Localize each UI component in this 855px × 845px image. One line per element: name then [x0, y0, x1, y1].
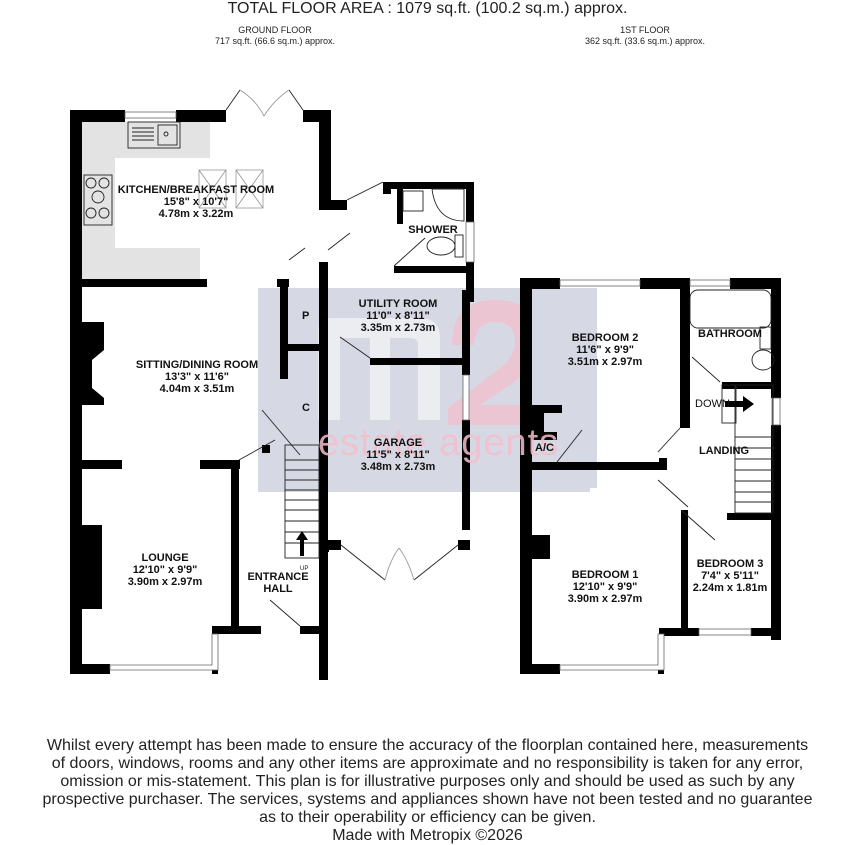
first-floor-area: 362 sq.ft. (33.6 sq.m.) approx.: [584, 36, 706, 46]
room-name: ENTRANCE: [247, 571, 309, 583]
room-name: BEDROOM 2: [571, 332, 639, 344]
room-name: LOUNGE: [141, 552, 189, 564]
room-entrance-hall: ENTRANCE HALL: [247, 571, 308, 595]
disclaimer: Whilst every attempt has been made to en…: [0, 737, 855, 845]
room-landing: LANDING: [699, 445, 749, 457]
room-bedroom-3: BEDROOM 3 7'4" x 5'11" 2.24m x 1.81m: [693, 558, 768, 594]
first-floor-heading: 1ST FLOOR 362 sq.ft. (33.6 sq.m.) approx…: [520, 25, 770, 47]
room-bathroom: BATHROOM: [698, 328, 762, 340]
disclaimer-line: as to their operability or efficiency ca…: [259, 809, 596, 826]
ground-floor-heading: GROUND FLOOR 717 sq.ft. (66.6 sq.m.) app…: [150, 25, 400, 47]
room-size-metric: 3.90m x 2.97m: [127, 576, 203, 588]
watermark-logo-icon: [318, 300, 540, 425]
room-size-metric: 3.35m x 2.73m: [360, 322, 436, 334]
first-floor-title: 1ST FLOOR: [620, 25, 670, 35]
airing-cupboard-label: A/C: [535, 442, 554, 454]
room-size-imperial: 11'5" x 8'11": [366, 449, 430, 461]
disclaimer-line: omission or mis-statement. This plan is …: [60, 773, 795, 790]
room-name: LANDING: [698, 445, 750, 457]
room-size-imperial: 13'3" x 11'6": [164, 371, 229, 383]
disclaimer-line: of doors, windows, rooms and any other i…: [51, 755, 804, 772]
room-kitchen-breakfast: KITCHEN/BREAKFAST ROOM 15'8" x 10'7" 4.7…: [118, 184, 274, 220]
room-size-metric: 4.04m x 3.51m: [159, 383, 235, 395]
stairs-down-arrow-icon: [725, 396, 754, 412]
cupboard-label: C: [302, 402, 310, 414]
floor-plan-drawing: [70, 89, 781, 680]
watermark-text: estate agents: [318, 422, 560, 464]
pantry-label: P: [302, 310, 310, 322]
ground-floor-title: GROUND FLOOR: [238, 25, 312, 35]
room-garage: GARAGE 11'5" x 8'11" 3.48m x 2.73m: [361, 437, 436, 473]
room-size-metric: 4.78m x 3.22m: [158, 208, 234, 220]
stairs-up-label: UP: [300, 566, 309, 572]
room-size-metric: 3.90m x 2.97m: [567, 593, 643, 605]
room-lounge: LOUNGE 12'10" x 9'9" 3.90m x 2.97m: [128, 552, 203, 588]
total-floor-area: TOTAL FLOOR AREA : 1079 sq.ft. (100.2 sq…: [227, 0, 628, 17]
room-size-imperial: 11'0" x 8'11": [366, 310, 430, 322]
room-name: BEDROOM 1: [571, 569, 639, 581]
room-bedroom-1: BEDROOM 1 12'10" x 9'9" 3.90m x 2.97m: [568, 569, 643, 605]
room-name-line2: HALL: [263, 583, 293, 595]
room-name: BATHROOM: [698, 328, 762, 340]
metropix-credit: Made with Metropix ©2026: [332, 827, 523, 844]
disclaimer-line: prospective purchaser. The services, sys…: [42, 791, 813, 808]
room-sitting-dining: SITTING/DINING ROOM 13'3" x 11'6" 4.04m …: [136, 359, 258, 395]
room-name: GARAGE: [373, 437, 423, 449]
room-size-imperial: 12'10" x 9'9": [132, 564, 198, 576]
room-name: UTILITY ROOM: [358, 298, 438, 310]
room-name: SITTING/DINING ROOM: [135, 359, 259, 371]
room-shower: SHOWER: [408, 224, 458, 236]
room-size-metric: 2.24m x 1.81m: [692, 582, 768, 594]
room-name: KITCHEN/BREAKFAST ROOM: [117, 184, 275, 196]
stairs-down-label: DOWN: [695, 398, 730, 410]
stairs-up-arrow-icon: [296, 531, 308, 556]
room-name: BEDROOM 3: [696, 558, 764, 570]
room-size-metric: 3.51m x 2.97m: [567, 356, 643, 368]
room-size-imperial: 11'6" x 9'9": [576, 344, 634, 356]
room-size-imperial: 12'10" x 9'9": [572, 581, 638, 593]
room-bedroom-2: BEDROOM 2 11'6" x 9'9" 3.51m x 2.97m: [568, 332, 643, 368]
room-name: SHOWER: [408, 224, 458, 236]
disclaimer-line: Whilst every attempt has been made to en…: [46, 737, 809, 754]
room-size-imperial: 15'8" x 10'7": [163, 196, 229, 208]
ground-floor-area: 717 sq.ft. (66.6 sq.m.) approx.: [214, 36, 336, 46]
room-size-imperial: 7'4" x 5'11": [701, 570, 759, 582]
room-utility: UTILITY ROOM 11'0" x 8'11" 3.35m x 2.73m: [359, 298, 438, 334]
room-size-metric: 3.48m x 2.73m: [360, 461, 436, 473]
